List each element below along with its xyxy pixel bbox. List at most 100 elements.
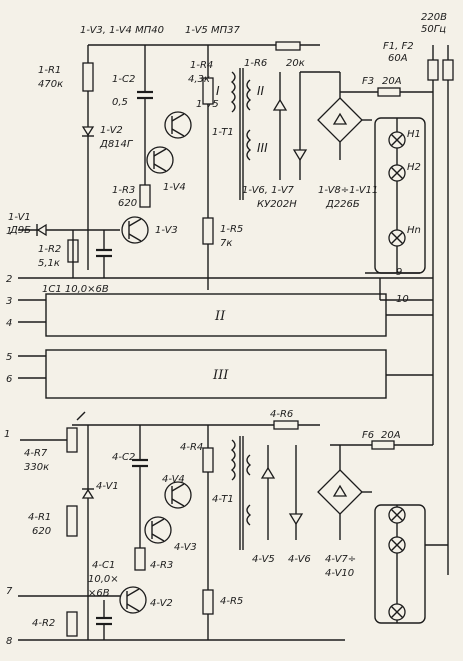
r6-label: 1-R6 xyxy=(244,58,267,69)
v2-label: 1-V2 xyxy=(100,125,123,136)
header-transistors-a: 1-V3, 1-V4 МП40 xyxy=(80,25,164,36)
ch4-transistor-v3-icon xyxy=(144,516,172,544)
ch4-r7-value: 330к xyxy=(24,462,49,473)
ch4-c1-label: 4-C1 xyxy=(92,560,115,571)
r3-label: 1-R3 xyxy=(112,185,135,196)
ch4-thyristor-v6-icon xyxy=(288,513,304,526)
r4-value: 4,3к xyxy=(188,74,210,85)
f3-rating: 20A xyxy=(382,76,402,87)
ch4-thyristor-v5-icon xyxy=(260,466,276,479)
ch4-resistor-r7 xyxy=(66,427,78,453)
terminal-8: 8 xyxy=(6,636,12,647)
winding-i: I xyxy=(216,84,220,98)
terminal-3: 3 xyxy=(6,296,12,307)
zener-v2-icon xyxy=(81,126,95,137)
ch4-resistor-r2 xyxy=(66,611,78,637)
fuse-f6 xyxy=(371,440,395,450)
c2-label: 1-C2 xyxy=(112,74,135,85)
r1-label: 1-R1 xyxy=(38,65,61,76)
r4-label: 1-R4 xyxy=(190,60,213,71)
ch4-r6-label: 4-R6 xyxy=(270,409,293,420)
ch4-v2-label: 4-V2 xyxy=(150,598,173,609)
terminal-5: 5 xyxy=(6,352,12,363)
v1-label: 1-V1 xyxy=(8,212,31,223)
ch4-resistor-r4 xyxy=(202,447,214,473)
f6-rating: 20A xyxy=(381,430,401,441)
ch4-v1-label: 4-V1 xyxy=(96,481,119,492)
r3-value: 620 xyxy=(118,198,137,209)
block-iii xyxy=(45,349,387,399)
bridge-type: Д226Б xyxy=(325,199,360,210)
ch4-r2-label: 4-R2 xyxy=(32,618,55,629)
ch4-resistor-r3 xyxy=(134,547,146,571)
block-iii-label: III xyxy=(212,368,229,383)
diode-v1-icon xyxy=(36,223,47,237)
fuse-main-rating: 60A xyxy=(388,53,408,64)
transformer-sec-ii xyxy=(246,79,252,111)
ch4-v5-label: 4-V5 xyxy=(252,554,275,565)
thyristor-type: КУ202Н xyxy=(257,199,297,210)
ch4-v6-label: 4-V6 xyxy=(288,554,311,565)
supply-frequency: 50Гц xyxy=(421,24,446,35)
ch4-r5-label: 4-R5 xyxy=(220,596,243,607)
thyristors-label: 1-V6, 1-V7 xyxy=(242,185,295,196)
ch4-transformer-primary xyxy=(230,439,236,481)
resistor-r1 xyxy=(82,62,94,92)
fuse-f2 xyxy=(442,59,454,81)
transistor-v5-icon xyxy=(164,111,192,139)
terminal-2: 2 xyxy=(6,274,12,285)
winding-ii: II xyxy=(257,84,265,98)
terminal-9: 9 xyxy=(396,267,402,278)
ch4-c1-value-a: 10,0× xyxy=(88,574,119,585)
terminal-1: 1 xyxy=(6,226,12,237)
ch4-transistor-v4-icon xyxy=(164,481,192,509)
ch4-v4-label: 4-V4 xyxy=(162,474,185,485)
f6-label: F6 xyxy=(362,430,374,441)
ch4-terminal-left: 1 xyxy=(4,429,10,440)
ch4-transistor-v2-icon xyxy=(119,586,147,614)
terminal-6: 6 xyxy=(6,374,12,385)
ch4-lamp-loop xyxy=(374,504,426,624)
ch4-bridge-label: 4-V7÷ xyxy=(325,554,356,565)
terminal-10: 10 xyxy=(396,294,409,305)
ch4-r1-value: 620 xyxy=(32,526,51,537)
r5-value: 7к xyxy=(220,238,232,249)
bridge-label: 1-V8÷1-V11 xyxy=(318,185,378,196)
r2-label: 1-R2 xyxy=(38,244,61,255)
ch4-r7-label: 4-R7 xyxy=(24,448,48,459)
supply-voltage: 220В xyxy=(421,12,447,23)
r2-value: 5,1к xyxy=(38,258,60,269)
ch4-r1-label: 4-R1 xyxy=(28,512,51,523)
v3-label: 1-V3 xyxy=(155,225,178,236)
ch4-v3-label: 4-V3 xyxy=(174,542,197,553)
ch4-diode-v1-icon xyxy=(81,488,95,499)
lamp-hn-label: Hn xyxy=(407,225,421,236)
transistor-v4-icon xyxy=(146,146,174,174)
transformer-primary xyxy=(230,71,236,113)
ch4-resistor-r1 xyxy=(66,505,78,537)
c2-value: 0,5 xyxy=(112,97,128,108)
winding-iii: III xyxy=(257,141,268,155)
ch4-c2-label: 4-C2 xyxy=(112,452,135,463)
fuse-f3 xyxy=(377,87,401,97)
ch4-bridge-label-b: 4-V10 xyxy=(325,568,354,579)
ch4-t1-label: 4-T1 xyxy=(212,494,234,505)
block-ii-label: II xyxy=(214,309,226,324)
v2-type: Д814Г xyxy=(99,139,134,150)
thyristor-v6-icon xyxy=(272,98,288,111)
fuse-main-label: F1, F2 xyxy=(383,41,414,52)
f3-label: F3 xyxy=(362,76,374,87)
t1-label: 1-T1 xyxy=(212,127,234,138)
r5-label: 1-R5 xyxy=(220,224,243,235)
header-transistors-b: 1-V5 МП37 xyxy=(185,25,240,36)
ch4-resistor-r5 xyxy=(202,589,214,615)
ch4-r3-label: 4-R3 xyxy=(150,560,173,571)
terminal-4: 4 xyxy=(6,318,12,329)
c1-label: 1C1 10,0×6В xyxy=(42,284,109,295)
resistor-r6 xyxy=(275,41,301,51)
resistor-r5 xyxy=(202,217,214,245)
thyristor-v7-icon xyxy=(292,149,308,162)
r6-value: 20к xyxy=(286,58,305,69)
lamp-h1-label: H1 xyxy=(407,129,421,140)
